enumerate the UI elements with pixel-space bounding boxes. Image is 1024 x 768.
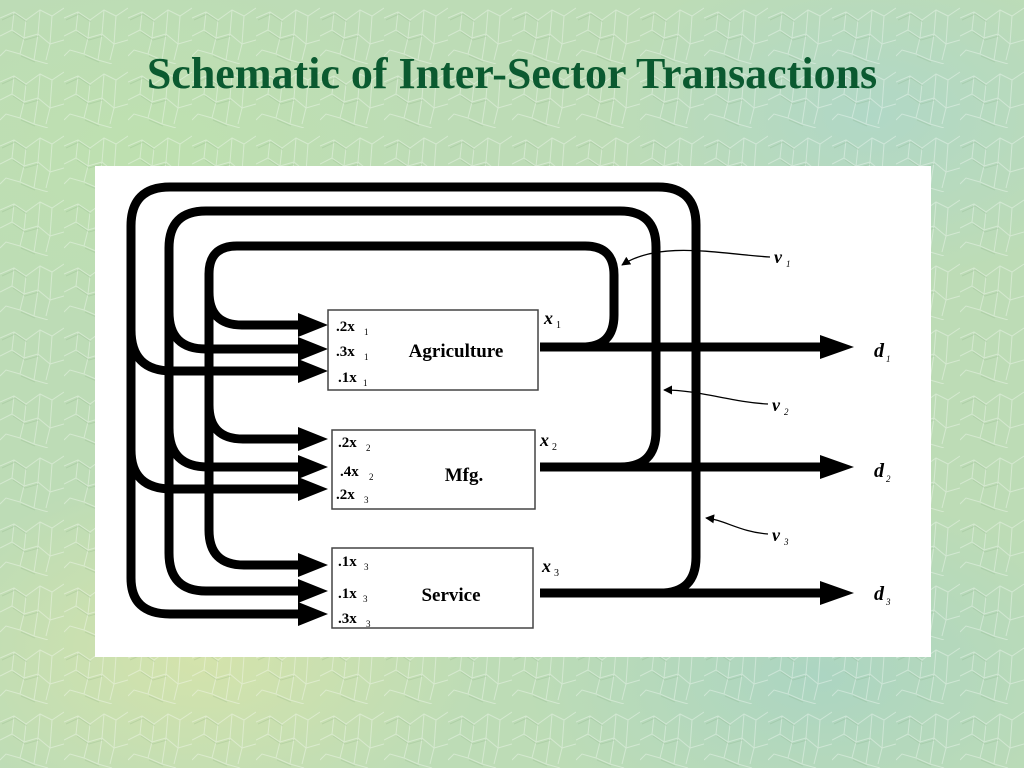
value-added-sub: 3	[783, 537, 789, 547]
agriculture-input-1: .2x 1	[336, 319, 369, 337]
final-demand-arrows	[582, 335, 854, 605]
coef-text: .2x	[336, 319, 355, 335]
slide-title: Schematic of Inter-Sector Transactions	[146, 49, 878, 98]
coef-text: .1x	[338, 554, 357, 570]
coef-sub: 2	[366, 443, 371, 453]
demand-text: d	[874, 583, 885, 605]
inter-sector-diagram: Agriculture Mfg. Service .2x 1 .3x 1 .1x…	[95, 166, 931, 657]
output-sub: 2	[552, 442, 557, 453]
value-added-label-3: v 3	[772, 525, 789, 547]
value-added-text: v	[774, 247, 783, 267]
demand-label-2: d 2	[874, 460, 891, 484]
agriculture-input-3: .1x 1	[338, 370, 368, 388]
output-text: x	[539, 430, 549, 450]
coef-text: .3x	[338, 611, 357, 627]
coef-sub: 3	[364, 562, 369, 572]
mfg-input-2: .4x 2	[340, 464, 374, 482]
coef-sub: 2	[369, 472, 374, 482]
output-sub: 1	[556, 320, 561, 331]
demand-text: d	[874, 460, 885, 482]
mfg-input-3: .2x 3	[336, 487, 369, 505]
v1-pointer	[621, 249, 771, 266]
mfg-input-1: .2x 2	[338, 435, 371, 453]
demand-text: d	[874, 340, 885, 362]
demand-label-1: d 1	[874, 340, 891, 364]
service-input-3: .3x 3	[338, 611, 371, 629]
demand-sub: 2	[886, 474, 891, 484]
v3-pointer	[705, 514, 769, 535]
output-label-service: x 3	[541, 556, 559, 579]
coef-sub: 1	[364, 327, 369, 337]
output-sub: 3	[554, 568, 559, 579]
coef-sub: 3	[366, 619, 371, 629]
value-added-text: v	[772, 395, 781, 415]
service-box	[331, 547, 534, 629]
value-added-label-2: v 2	[772, 395, 789, 417]
service-input-2: .1x 3	[338, 586, 368, 604]
coef-text: .4x	[340, 464, 359, 480]
coef-sub: 1	[364, 352, 369, 362]
agriculture-feedback-loop	[204, 241, 619, 577]
demand-sub: 3	[885, 597, 891, 607]
coef-text: .2x	[336, 487, 355, 503]
sector-name-mfg: Mfg.	[445, 465, 484, 486]
sector-name-service: Service	[421, 585, 480, 606]
mfg-feedback-loop	[164, 206, 661, 603]
agriculture-box	[327, 309, 539, 391]
sector-name-agriculture: Agriculture	[409, 341, 504, 362]
value-added-label-1: v 1	[774, 247, 791, 269]
coef-text: .3x	[336, 344, 355, 360]
value-added-sub: 2	[784, 407, 789, 417]
coef-sub: 3	[363, 594, 368, 604]
coef-sub: 3	[364, 495, 369, 505]
demand-label-3: d 3	[874, 583, 891, 607]
coef-text: .1x	[338, 586, 357, 602]
output-text: x	[541, 556, 551, 576]
coef-text: .1x	[338, 370, 357, 386]
output-label-agriculture: x 1	[543, 308, 561, 331]
value-added-text: v	[772, 525, 781, 545]
agriculture-input-2: .3x 1	[336, 344, 369, 362]
output-text: x	[543, 308, 553, 328]
coef-sub: 1	[363, 378, 368, 388]
output-label-mfg: x 2	[539, 430, 557, 453]
value-added-sub: 1	[786, 259, 791, 269]
mfg-box	[331, 429, 536, 510]
v2-pointer	[663, 385, 769, 405]
demand-sub: 1	[886, 354, 891, 364]
service-input-1: .1x 3	[338, 554, 369, 572]
coef-text: .2x	[338, 435, 357, 451]
